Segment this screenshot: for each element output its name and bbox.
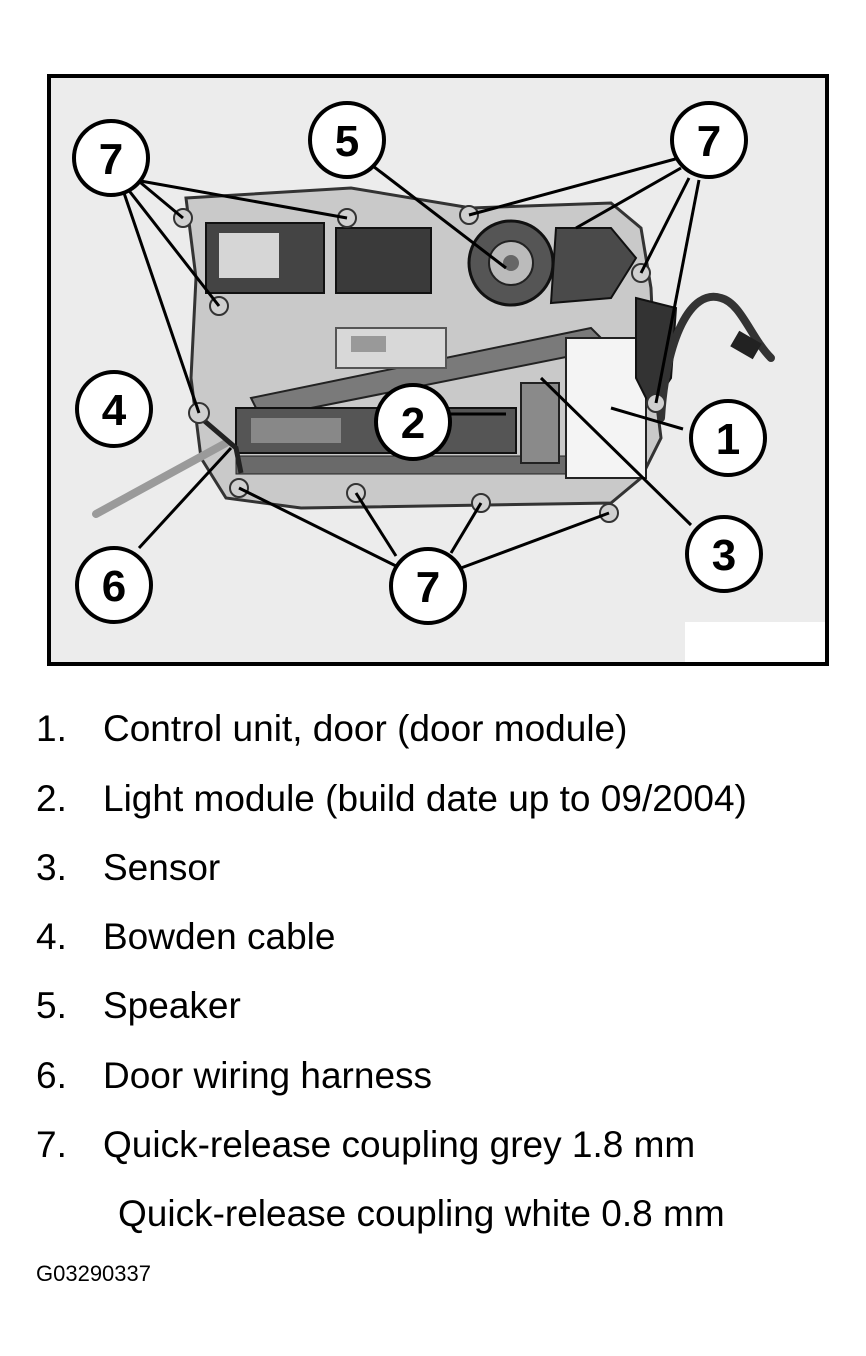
legend-text: Control unit, door (door module) <box>103 708 628 749</box>
callout-number: 7 <box>416 563 440 612</box>
callout-number: 2 <box>401 399 425 448</box>
legend-number: 6. <box>36 1055 67 1096</box>
legend-number: 5. <box>36 985 67 1026</box>
legend-item-7-continuation: Quick-release coupling white 0.8 mm <box>118 1193 725 1234</box>
legend-number: 4. <box>36 916 67 957</box>
legend-text: Speaker <box>103 985 241 1026</box>
figure-id: G03290337 <box>36 1261 151 1286</box>
callout-c1: 1 <box>689 399 767 477</box>
callout-number: 1 <box>716 415 740 464</box>
legend-text: Light module (build date up to 09/2004) <box>103 778 747 819</box>
leader-lines <box>121 156 701 570</box>
callout-c4: 4 <box>75 370 153 448</box>
callout-c7c: 7 <box>389 547 467 625</box>
callout-number: 7 <box>99 135 123 184</box>
image-corner-patch <box>685 622 825 662</box>
callout-c7b: 7 <box>670 101 748 179</box>
bowden-cable <box>92 439 230 518</box>
legend-number: 7. <box>36 1124 67 1165</box>
wiring-harness <box>199 416 244 474</box>
legend-text: Door wiring harness <box>103 1055 433 1096</box>
control-unit <box>565 337 647 479</box>
legend-text: Bowden cable <box>103 916 336 957</box>
callout-c5: 5 <box>308 101 386 179</box>
callout-number: 7 <box>697 117 721 166</box>
legend-text: Sensor <box>103 847 221 888</box>
callout-number: 6 <box>102 562 126 611</box>
window-regulator <box>335 227 432 294</box>
callout-c7a: 7 <box>72 119 150 197</box>
callout-c2: 2 <box>374 383 452 461</box>
legend-number: 2. <box>36 778 67 819</box>
callout-c3: 3 <box>685 515 763 593</box>
callout-number: 4 <box>102 386 127 435</box>
door-module-figure: 7 5 7 4 2 1 3 6 <box>47 74 829 666</box>
door-module-illustration: 7 5 7 4 2 1 3 6 <box>72 101 775 625</box>
legend-text: Quick-release coupling grey 1.8 mm <box>103 1124 696 1165</box>
legend-number: 1. <box>36 708 67 749</box>
external-cable <box>657 292 775 422</box>
legend-number: 3. <box>36 847 67 888</box>
callout-number: 5 <box>335 117 359 166</box>
callout-number: 3 <box>712 531 736 580</box>
sensor <box>520 382 560 464</box>
callout-c6: 6 <box>75 546 153 624</box>
